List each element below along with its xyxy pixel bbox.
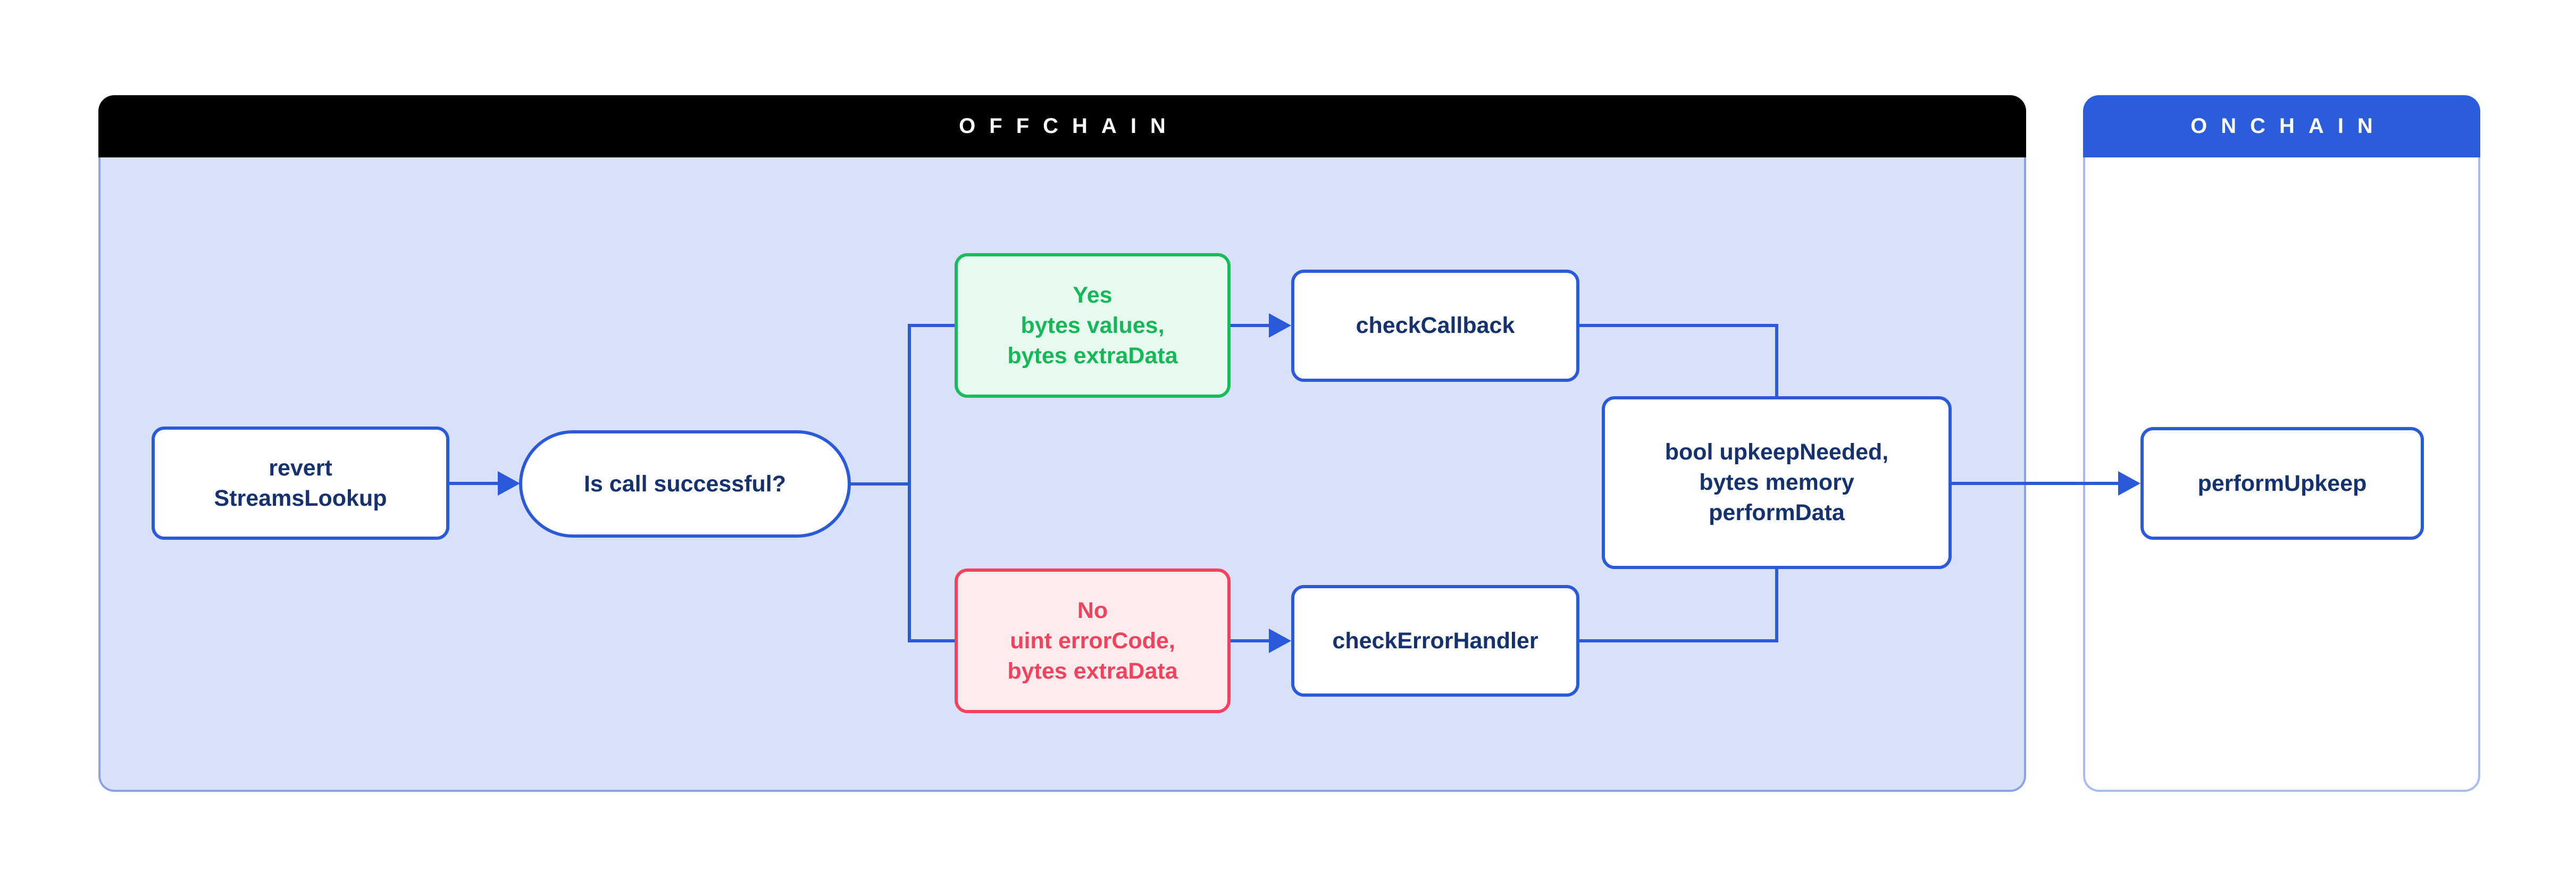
node-checkcallback: checkCallback — [1291, 270, 1579, 382]
node-yes-branch: Yes bytes values, bytes extraData — [955, 253, 1231, 398]
node-is-call-successful: Is call successful? — [519, 430, 851, 538]
connector-decision-branch — [849, 324, 956, 642]
arrowhead-into-checkcallback — [1269, 313, 1291, 338]
node-yes-line-2: bytes values, — [1021, 312, 1165, 338]
node-checkerrorhandler-label: checkErrorHandler — [1332, 628, 1538, 654]
node-revert-streamslookup: revert StreamsLookup — [152, 427, 449, 540]
node-yes-line-1: Yes — [1073, 282, 1113, 308]
node-checkerrorhandler: checkErrorHandler — [1291, 585, 1579, 697]
node-upkeepneeded-line-3: performData — [1709, 500, 1845, 525]
node-checkcallback-label: checkCallback — [1356, 313, 1515, 338]
node-upkeepneeded-line-1: bool upkeepNeeded, — [1665, 439, 1889, 465]
node-performupkeep: performUpkeep — [2140, 427, 2424, 540]
node-revert-line-1: revert — [269, 455, 332, 481]
arrowhead-into-performupkeep — [2118, 471, 2140, 496]
arrowhead-into-checkerrorhandler — [1269, 629, 1291, 653]
node-no-line-1: No — [1077, 597, 1108, 623]
node-no-line-3: bytes extraData — [1007, 658, 1178, 684]
offchain-zone-header: OFFCHAIN — [98, 95, 2026, 157]
connector-checkcallback-to-upkeepneeded — [1578, 324, 1778, 398]
node-no-branch: No uint errorCode, bytes extraData — [955, 569, 1231, 713]
node-upkeepneeded-performdata: bool upkeepNeeded, bytes memory performD… — [1602, 396, 1952, 569]
onchain-zone-header: ONCHAIN — [2083, 95, 2480, 157]
onchain-zone-label: ONCHAIN — [2190, 114, 2387, 138]
node-decision-label: Is call successful? — [583, 471, 787, 497]
arrowhead-into-decision — [498, 471, 520, 496]
offchain-zone-label: OFFCHAIN — [959, 114, 1180, 138]
node-yes-line-3: bytes extraData — [1007, 342, 1178, 369]
node-upkeepneeded-line-2: bytes memory — [1699, 470, 1854, 495]
node-no-line-2: uint errorCode, — [1010, 628, 1175, 654]
connector-checkerrorhandler-to-upkeepneeded — [1578, 567, 1778, 642]
node-revert-line-2: StreamsLookup — [214, 485, 387, 511]
node-performupkeep-label: performUpkeep — [2197, 470, 2367, 496]
